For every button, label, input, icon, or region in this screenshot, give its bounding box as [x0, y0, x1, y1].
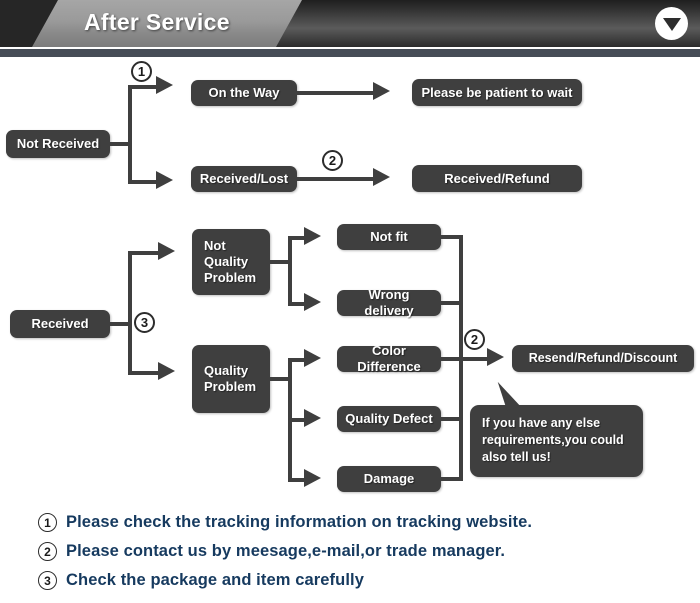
node-not-quality-problem[interactable]: Not Quality Problem	[192, 229, 270, 295]
arrow-not-fit	[304, 227, 321, 245]
node-label-line-2: Problem	[204, 379, 257, 394]
arrow-quality-problem	[158, 362, 175, 380]
legend-number-1: 1	[38, 513, 57, 532]
node-wrong-delivery[interactable]: Wrong delivery	[337, 287, 441, 318]
header-banner: After Service	[0, 0, 700, 47]
node-on-the-way[interactable]: On the Way	[191, 80, 297, 106]
node-damage[interactable]: Damage	[337, 466, 441, 492]
connector-h-on-the-way	[128, 85, 158, 89]
flow-diagram: Not Received 1 On the Way Please be pati…	[0, 57, 700, 500]
node-label-line-1: Not	[204, 238, 226, 254]
node-received-refund[interactable]: Received/Refund	[412, 165, 582, 192]
connector-h-outcome	[441, 357, 489, 361]
connector-v-not-received	[128, 87, 132, 184]
node-label-line-1: Quality	[204, 363, 249, 379]
node-color-difference[interactable]: Color Difference	[337, 343, 441, 374]
arrow-color-difference	[304, 349, 321, 367]
arrow-received-refund	[373, 168, 390, 186]
node-please-be-patient-to-wait[interactable]: Please be patient to wait	[412, 79, 582, 106]
arrow-damage	[304, 469, 321, 487]
arrow-quality-defect	[304, 409, 321, 427]
legend-number-3: 3	[38, 571, 57, 590]
connector-h-quality-defect	[288, 418, 306, 422]
arrow-wrong-delivery	[304, 293, 321, 311]
header-divider	[0, 49, 700, 57]
node-quality-defect[interactable]: Quality Defect	[337, 406, 441, 432]
node-label-line-2: Quality	[204, 254, 249, 270]
legend-text-1: Please check the tracking information on…	[66, 513, 533, 531]
arrow-resend-refund-discount	[487, 348, 504, 366]
triangle-down-icon[interactable]	[655, 7, 688, 40]
connector-h-please-wait	[297, 91, 375, 95]
node-label-line-3: Problem	[204, 269, 257, 285]
connector-h-not-received	[110, 142, 132, 146]
node-received[interactable]: Received	[10, 310, 110, 338]
header-angled-band	[32, 0, 302, 47]
legend-item-2: 2 Please contact us by meesage,e-mail,or…	[38, 542, 505, 561]
node-not-received[interactable]: Not Received	[6, 130, 110, 158]
arrow-on-the-way	[156, 76, 173, 94]
connector-h-not-fit	[288, 236, 306, 240]
callout-line-2: requirements,you could	[482, 432, 624, 447]
page-title: After Service	[84, 9, 230, 35]
legend-number-2: 2	[38, 542, 57, 561]
connector-h-rail-wrong-delivery	[441, 301, 463, 305]
callout-line-3: also tell us!	[482, 449, 551, 464]
connector-h-not-quality	[128, 251, 160, 255]
arrow-not-quality-problem	[158, 242, 175, 260]
legend-text-3: Check the package and item carefully	[66, 571, 364, 589]
arrow-received-lost	[156, 171, 173, 189]
connector-h-wrong-delivery	[288, 302, 306, 306]
marker-2: 2	[322, 150, 343, 171]
connector-h-nq-stem	[270, 260, 292, 264]
marker-1: 1	[131, 61, 152, 82]
connector-v-nq-split	[288, 238, 292, 304]
connector-h-received-refund	[297, 177, 375, 181]
legend-text-2: Please contact us by meesage,e-mail,or t…	[66, 542, 506, 560]
connector-h-rail-not-fit	[441, 235, 463, 239]
callout-line-1: If you have any else	[482, 416, 601, 430]
legend-item-1: 1 Please check the tracking information …	[38, 513, 532, 532]
connector-h-received	[110, 322, 132, 326]
connector-h-rail-quality-defect	[441, 417, 463, 421]
node-quality-problem[interactable]: Quality Problem	[192, 345, 270, 413]
connector-h-q-stem	[270, 377, 292, 381]
connector-h-rail-damage	[441, 477, 463, 481]
marker-3: 3	[134, 312, 155, 333]
legend-item-3: 3 Check the package and item carefully	[38, 571, 364, 590]
connector-h-quality	[128, 371, 160, 375]
arrow-please-wait	[373, 82, 390, 100]
node-received-lost[interactable]: Received/Lost	[191, 166, 297, 192]
marker-2b: 2	[464, 329, 485, 350]
callout-bubble: If you have any else requirements,you co…	[470, 405, 643, 477]
connector-v-received	[128, 253, 132, 375]
connector-h-color-difference	[288, 358, 306, 362]
connector-h-damage	[288, 478, 306, 482]
footer-legend: 1 Please check the tracking information …	[0, 503, 700, 603]
node-not-fit[interactable]: Not fit	[337, 224, 441, 250]
triangle-down-glyph	[662, 18, 681, 31]
node-resend-refund-discount[interactable]: Resend/Refund/Discount	[512, 345, 694, 372]
connector-h-received-lost	[128, 180, 158, 184]
